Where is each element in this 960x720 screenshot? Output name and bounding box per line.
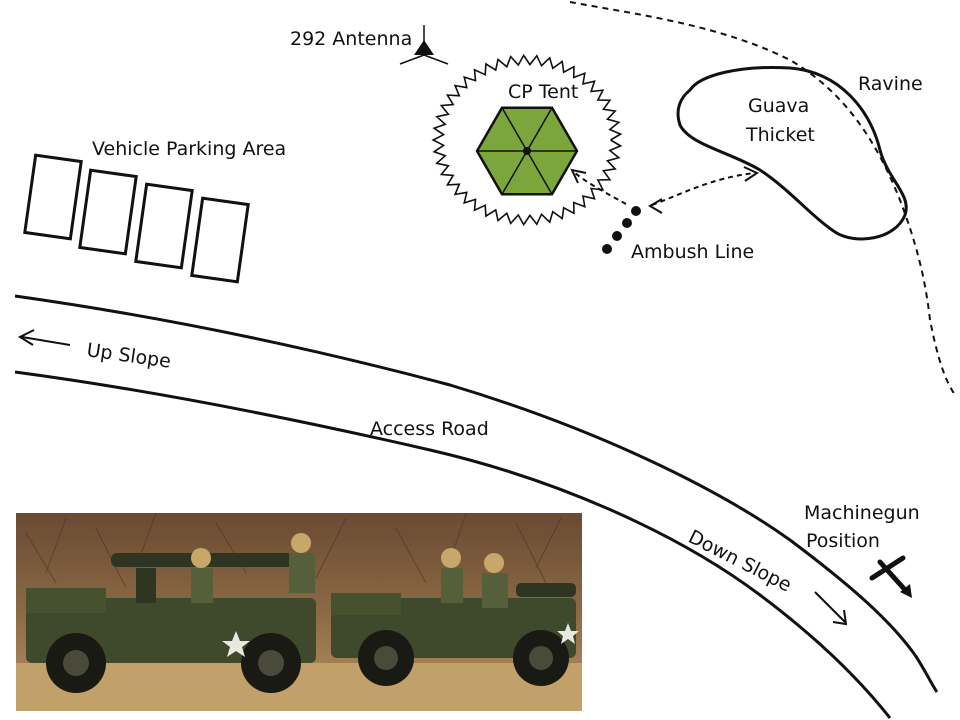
ambush-to-thicket-arrow <box>648 166 760 214</box>
parking-slot <box>23 153 83 241</box>
ambush-line-dots <box>602 206 641 254</box>
ravine-line <box>569 1 956 396</box>
machinegun-position-icon <box>869 555 912 598</box>
label-guava-1: Guava <box>748 95 809 117</box>
label-machinegun-2: Position <box>806 530 880 552</box>
road-edge-upper <box>14 294 939 693</box>
ambush-to-tent-arrow <box>570 168 627 205</box>
label-antenna: 292 Antenna <box>290 28 412 50</box>
parking-slot <box>78 168 138 256</box>
tent-spoke <box>526 150 553 195</box>
cp-tent-icon <box>475 106 579 196</box>
label-down-slope: Down Slope <box>685 526 795 597</box>
label-machinegun-1: Machinegun <box>804 502 920 524</box>
label-access-road: Access Road <box>370 418 489 440</box>
up-slope-arrow <box>17 329 71 346</box>
parking-slot <box>134 182 194 270</box>
antenna-icon <box>399 25 449 65</box>
tent-spoke <box>501 150 528 195</box>
vehicle-parking-slots <box>23 153 250 284</box>
label-cp-tent: CP Tent <box>508 81 578 103</box>
jeep-left <box>26 533 316 693</box>
jeeps-photo-illustration <box>16 513 582 711</box>
jeep-right <box>331 548 579 686</box>
concertina-wire-ring <box>431 53 623 227</box>
label-up-slope: Up Slope <box>85 339 172 373</box>
tent-spoke <box>501 107 528 152</box>
parking-slot <box>190 196 250 284</box>
guava-thicket-outline <box>676 65 908 241</box>
down-slope-arrow <box>814 591 848 626</box>
road-edge-lower <box>14 370 892 719</box>
tent-spoke <box>526 107 553 152</box>
jeeps-photo <box>16 513 582 711</box>
label-ambush-line: Ambush Line <box>631 241 754 263</box>
label-ravine: Ravine <box>858 73 923 95</box>
label-guava-2: Thicket <box>745 124 815 146</box>
label-vehicle-parking: Vehicle Parking Area <box>92 138 286 160</box>
